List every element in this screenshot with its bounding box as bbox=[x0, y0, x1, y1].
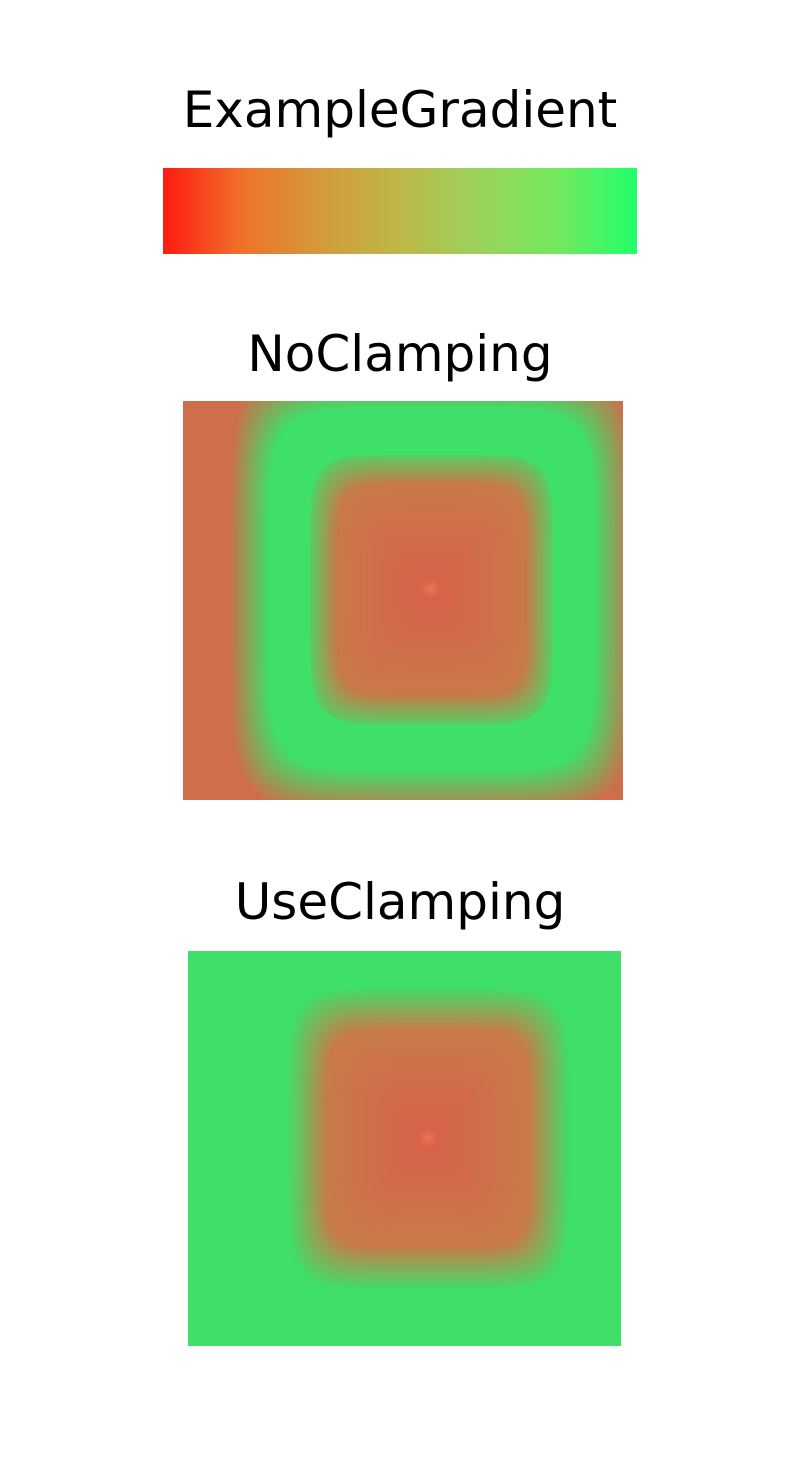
no-clamping-image bbox=[183, 401, 623, 800]
example-gradient-bar bbox=[163, 168, 637, 254]
no-clamping-title: NoClamping bbox=[247, 325, 553, 383]
use-clamping-canvas bbox=[188, 951, 621, 1346]
use-clamping-title: UseClamping bbox=[234, 873, 566, 931]
example-gradient-title: ExampleGradient bbox=[182, 81, 618, 139]
no-clamping-canvas bbox=[183, 401, 623, 800]
use-clamping-image bbox=[188, 951, 621, 1346]
